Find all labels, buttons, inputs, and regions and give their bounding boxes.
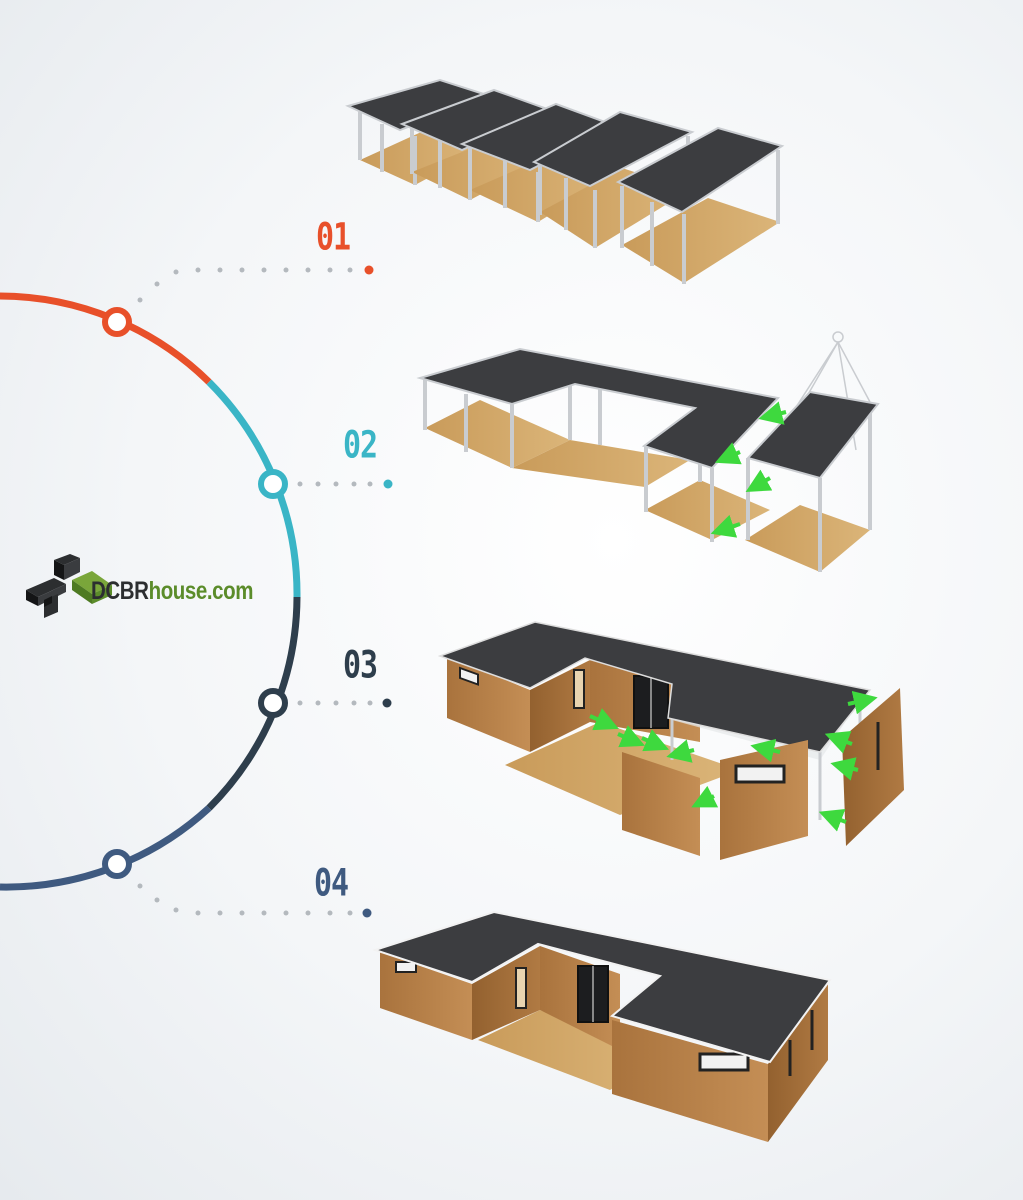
assembly-arrow-icon xyxy=(589,690,878,832)
brand-name-dark: DCBR xyxy=(91,577,149,605)
step-number-02: 02 xyxy=(343,423,378,468)
dotted-connector-02 xyxy=(297,479,393,489)
assembly-arrow-icon xyxy=(710,401,787,538)
step-number-03: 03 xyxy=(343,643,378,688)
brand-name-green: house.com xyxy=(148,577,254,605)
module-frame xyxy=(615,126,785,284)
step-number-04: 04 xyxy=(314,861,349,906)
step-01-illustration xyxy=(345,78,785,284)
arc-segment-01 xyxy=(0,292,212,385)
dotted-connector-04 xyxy=(137,883,372,918)
dotted-connector-03 xyxy=(297,698,392,708)
timeline-node-04 xyxy=(102,849,132,879)
step-02-illustration xyxy=(416,331,880,572)
arc-segment-04 xyxy=(0,805,212,891)
timeline-node-03 xyxy=(258,688,288,718)
timeline-node-02 xyxy=(258,469,288,499)
step-03-illustration xyxy=(437,621,904,860)
brand-wordmark: DCBRhouse.com xyxy=(91,577,254,606)
step-number-01: 01 xyxy=(316,215,351,260)
logo-icon xyxy=(26,554,112,618)
dotted-connector-01 xyxy=(137,265,374,303)
timeline-node-01 xyxy=(102,307,132,337)
step-04-illustration xyxy=(371,910,832,1142)
